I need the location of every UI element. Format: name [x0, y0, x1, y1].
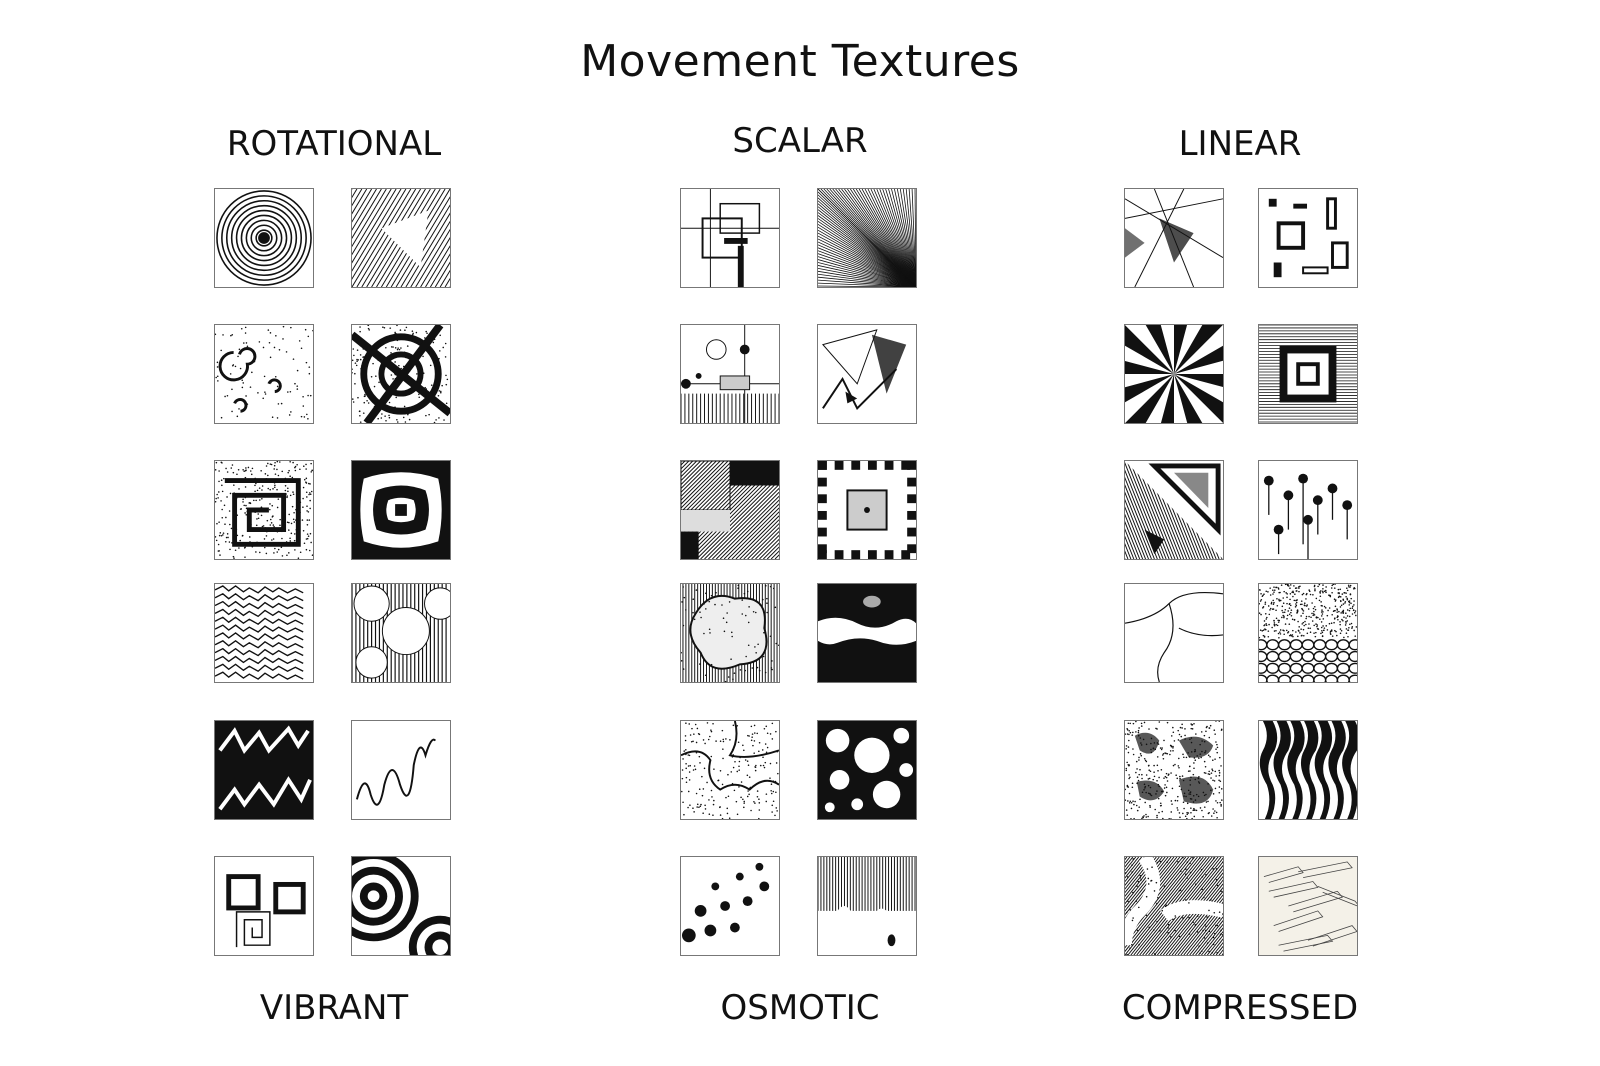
label-linear: LINEAR — [1178, 124, 1302, 164]
texture-tile — [1124, 324, 1224, 424]
texture-tile — [351, 856, 451, 956]
texture-tile — [817, 856, 917, 956]
texture-tile — [351, 324, 451, 424]
texture-tile — [214, 324, 314, 424]
texture-tile — [1258, 460, 1358, 560]
texture-tile — [817, 720, 917, 820]
page-title: Movement Textures — [580, 36, 1020, 87]
texture-tile — [680, 583, 780, 683]
label-osmotic: OSMOTIC — [720, 988, 880, 1028]
texture-tile — [351, 583, 451, 683]
texture-tile — [680, 324, 780, 424]
texture-tile — [680, 856, 780, 956]
label-compressed: COMPRESSED — [1121, 988, 1359, 1028]
texture-tile — [680, 460, 780, 560]
texture-tile — [1258, 720, 1358, 820]
texture-tile — [1258, 324, 1358, 424]
texture-tile — [1124, 720, 1224, 820]
texture-tile — [1258, 188, 1358, 288]
texture-tile — [680, 188, 780, 288]
texture-tile — [214, 460, 314, 560]
texture-tile — [1124, 856, 1224, 956]
texture-tile — [351, 460, 451, 560]
texture-tile — [817, 188, 917, 288]
label-scalar: SCALAR — [732, 121, 868, 161]
texture-tile — [1258, 583, 1358, 683]
texture-tile — [1258, 856, 1358, 956]
texture-tile — [817, 324, 917, 424]
texture-tile — [1124, 583, 1224, 683]
texture-tile — [351, 720, 451, 820]
label-rotational: ROTATIONAL — [226, 124, 442, 164]
texture-tile — [214, 583, 314, 683]
label-vibrant: VIBRANT — [259, 988, 409, 1028]
texture-tile — [1124, 460, 1224, 560]
texture-tile — [351, 188, 451, 288]
texture-tile — [817, 583, 917, 683]
texture-tile — [214, 720, 314, 820]
texture-tile — [817, 460, 917, 560]
texture-tile — [214, 188, 314, 288]
texture-tile — [680, 720, 780, 820]
texture-tile — [1124, 188, 1224, 288]
texture-tile — [214, 856, 314, 956]
